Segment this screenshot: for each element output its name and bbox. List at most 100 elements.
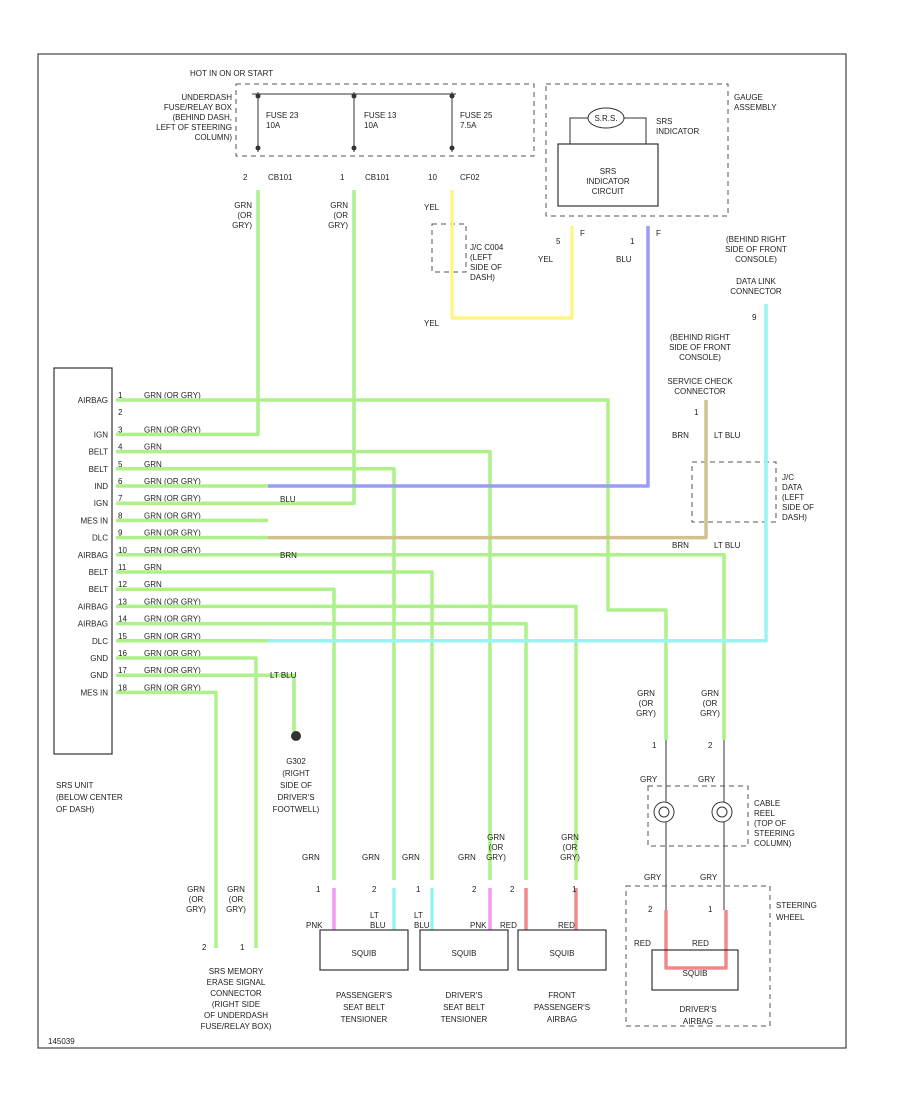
- svg-text:SERVICE CHECK: SERVICE CHECK: [667, 377, 733, 386]
- fuse25-conn: CF02: [460, 173, 480, 182]
- srs-pin-number: 3: [118, 425, 123, 434]
- gauge-pin-5: 5: [556, 237, 561, 246]
- svg-text:DASH): DASH): [470, 273, 495, 282]
- grn-gry-label-6: GRN (OR GRY): [560, 833, 580, 862]
- srs-pin-label: IGN: [94, 430, 108, 439]
- memory-pin-1: 1: [240, 943, 245, 952]
- svg-text:CONNECTOR: CONNECTOR: [674, 387, 726, 396]
- svg-text:(OR: (OR: [237, 211, 252, 220]
- svg-text:(TOP OF: (TOP OF: [754, 819, 786, 828]
- ltblu-label-2a: LT: [414, 911, 423, 920]
- srs-pin-label: BELT: [89, 448, 109, 457]
- svg-text:J/C: J/C: [782, 473, 794, 482]
- svg-text:(OR: (OR: [639, 699, 654, 708]
- svg-text:STEERING: STEERING: [776, 901, 817, 910]
- red-label-1: RED: [500, 921, 517, 930]
- gauge-pin-5-conn: F: [580, 229, 585, 238]
- wires: [116, 190, 768, 970]
- svg-text:PASSENGER'S: PASSENGER'S: [336, 991, 392, 1000]
- svg-text:SIDE OF FRONT: SIDE OF FRONT: [669, 343, 731, 352]
- svg-text:TENSIONER: TENSIONER: [441, 1015, 488, 1024]
- svg-text:DATA: DATA: [782, 483, 803, 492]
- srs-pin-wire-label: GRN (OR GRY): [144, 511, 201, 520]
- svg-text:(BEHIND DASH,: (BEHIND DASH,: [172, 113, 232, 122]
- srs-pin-number: 9: [118, 529, 123, 538]
- srs-pin-number: 12: [118, 580, 127, 589]
- yel-wire-label-gauge: YEL: [538, 255, 554, 264]
- svg-text:SRS: SRS: [656, 117, 672, 126]
- wire-pin-3: [116, 190, 260, 437]
- srs-pin-wire-label: GRN (OR GRY): [144, 477, 201, 486]
- wire-pin-17: [116, 673, 296, 732]
- svg-text:CONNECTOR: CONNECTOR: [730, 287, 782, 296]
- svg-text:GRN: GRN: [234, 201, 252, 210]
- cable-reel-coil-1: [653, 801, 675, 823]
- wire-pin-11: [116, 570, 434, 880]
- svg-text:FOOTWELL): FOOTWELL): [273, 805, 320, 814]
- srs-pin-wire-label: GRN (OR GRY): [144, 632, 201, 641]
- wire-pin-18: [116, 690, 218, 948]
- svg-text:S.R.S.: S.R.S.: [594, 114, 617, 123]
- svg-text:SRS MEMORY: SRS MEMORY: [209, 967, 264, 976]
- pin1-pass-tens: 1: [316, 885, 321, 894]
- svg-text:(OR: (OR: [563, 843, 578, 852]
- drivers-airbag-label: DRIVER'S AIRBAG: [679, 1005, 716, 1026]
- wire-ltblu-dlc: [268, 304, 768, 643]
- svg-text:ASSEMBLY: ASSEMBLY: [734, 103, 777, 112]
- svg-text:AIRBAG: AIRBAG: [683, 1017, 713, 1026]
- passenger-tensioner-label: PASSENGER'S SEAT BELT TENSIONER: [336, 991, 392, 1024]
- pin1-front-airbag: 1: [572, 885, 577, 894]
- wire-pin-12: [116, 587, 336, 880]
- svg-text:LEFT OF STEERING: LEFT OF STEERING: [156, 123, 232, 132]
- blu-wire-label-gauge: BLU: [616, 255, 632, 264]
- pnk-label-2: PNK: [470, 921, 487, 930]
- svg-text:FUSE 25: FUSE 25: [460, 111, 493, 120]
- srs-pin-label: DLC: [92, 637, 108, 646]
- jc-c004-outline: [431, 223, 467, 273]
- svg-text:GRY): GRY): [700, 709, 720, 718]
- pin2-front-airbag: 2: [510, 885, 515, 894]
- ltblu-tag: LT BLU: [270, 671, 297, 680]
- squib-passenger-tensioner: SQUIB: [352, 949, 377, 958]
- blu-tag: BLU: [280, 495, 296, 504]
- cable-reel-label: CABLE REEL (TOP OF STEERING COLUMN): [754, 799, 795, 848]
- cable-reel-outline: [647, 785, 749, 847]
- svg-text:DRIVER'S: DRIVER'S: [679, 1005, 716, 1014]
- svg-text:CONSOLE): CONSOLE): [679, 353, 721, 362]
- grn-label-3: GRN: [402, 853, 420, 862]
- srs-pin-wire-label: GRN: [144, 563, 162, 572]
- svg-text:FUSE/RELAY BOX: FUSE/RELAY BOX: [164, 103, 233, 112]
- svg-text:GRN: GRN: [561, 833, 579, 842]
- svg-text:G302: G302: [286, 757, 306, 766]
- cr-pin-2: 2: [708, 741, 713, 750]
- steering-wheel-label: STEERING WHEEL: [776, 901, 817, 922]
- svg-text:COLUMN): COLUMN): [754, 839, 792, 848]
- ltblu-label-1a: LT: [370, 911, 379, 920]
- svg-text:10A: 10A: [364, 121, 379, 130]
- memory-erase-connector-label: SRS MEMORY ERASE SIGNAL CONNECTOR (RIGHT…: [201, 967, 272, 1031]
- fuse-box-label: UNDERDASH FUSE/RELAY BOX (BEHIND DASH, L…: [156, 93, 233, 142]
- squib-drivers-airbag: SQUIB: [683, 969, 708, 978]
- svg-text:GRY): GRY): [486, 853, 506, 862]
- svg-text:GAUGE: GAUGE: [734, 93, 763, 102]
- srs-pin-number: 8: [118, 511, 123, 520]
- srs-pin-wire-label: GRN: [144, 443, 162, 452]
- svg-text:GRY): GRY): [636, 709, 656, 718]
- srs-pin-wire-label: GRN: [144, 460, 162, 469]
- srs-pin-wire-label: GRN (OR GRY): [144, 597, 201, 606]
- srs-pin-wire-label: GRN (OR GRY): [144, 529, 201, 538]
- gry-label-cr-right: GRN (OR GRY): [700, 689, 720, 718]
- svg-text:ERASE SIGNAL: ERASE SIGNAL: [207, 978, 266, 987]
- svg-text:(RIGHT SIDE: (RIGHT SIDE: [212, 1000, 260, 1009]
- memory-pin-2: 2: [202, 943, 207, 952]
- svg-text:AIRBAG: AIRBAG: [547, 1015, 577, 1024]
- yel-wire-label-top: YEL: [424, 203, 440, 212]
- grn-label-4: GRN: [458, 853, 476, 862]
- svg-text:UNDERDASH: UNDERDASH: [181, 93, 232, 102]
- srs-pin-number: 7: [118, 494, 123, 503]
- srs-pin-number: 6: [118, 477, 123, 486]
- fuse-25: FUSE 25 7.5A: [449, 92, 493, 152]
- svg-text:(OR: (OR: [189, 895, 204, 904]
